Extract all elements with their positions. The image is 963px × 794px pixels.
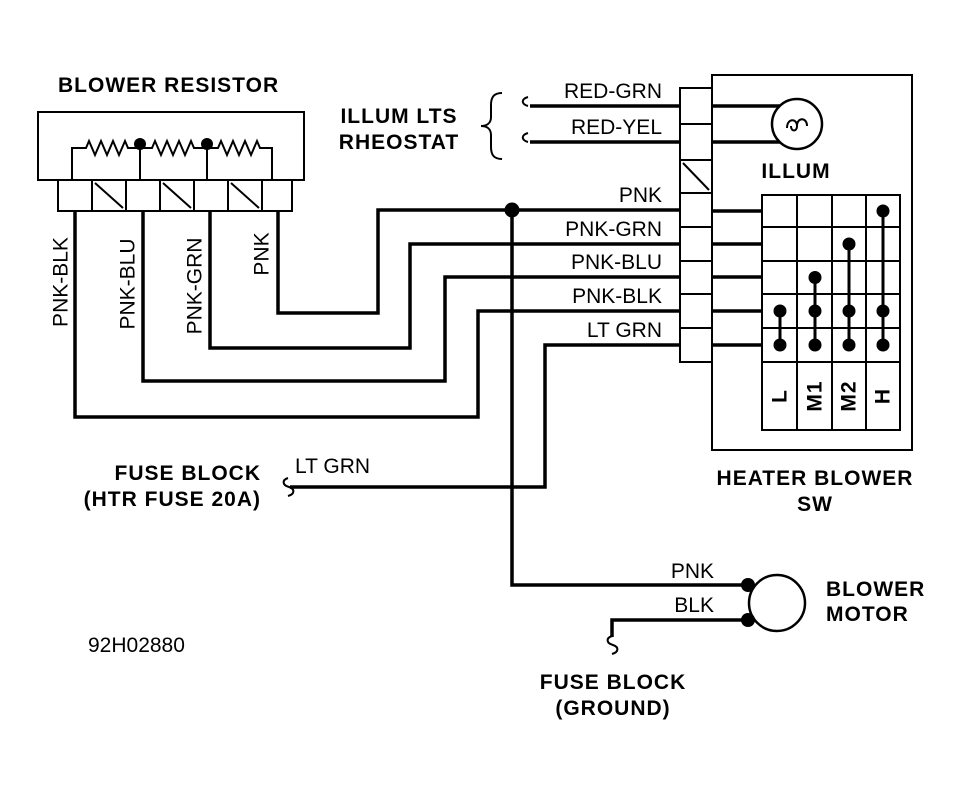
conn-label-lt-grn: LT GRN bbox=[587, 319, 662, 342]
conn-label-pnk-blu: PNK-BLU bbox=[571, 251, 662, 274]
contact-dot-m1 bbox=[808, 271, 822, 284]
wire-label-pnk-blk: PNK-BLK bbox=[50, 237, 73, 327]
resistor-connector bbox=[57, 179, 293, 212]
conn-label-red-yel: RED-YEL bbox=[571, 116, 662, 139]
motor-wire-label-feed: PNK bbox=[671, 560, 714, 583]
switch-grid-rows bbox=[762, 226, 900, 363]
motor-icon bbox=[747, 573, 807, 633]
fuse-block-htr-line1: FUSE BLOCK bbox=[115, 462, 262, 485]
contact-dot-l bbox=[773, 338, 787, 352]
lamp-bulb-icon bbox=[770, 97, 824, 151]
conn-label-red-grn: RED-GRN bbox=[564, 80, 662, 103]
lamp-label: ILLUM bbox=[761, 160, 830, 183]
switch-position-label: H bbox=[872, 388, 895, 404]
contact-dot-m1 bbox=[808, 338, 822, 352]
contact-dot-m2 bbox=[842, 338, 856, 352]
lamp-filament-icon bbox=[786, 118, 808, 132]
contact-dot-h bbox=[876, 338, 890, 352]
figure-id: 92H02880 bbox=[88, 634, 185, 657]
contact-dot-m1 bbox=[808, 304, 822, 318]
wire-pnk-blu bbox=[141, 211, 680, 383]
resistor-element bbox=[71, 138, 273, 180]
rheostat-label-line2: RHEOSTAT bbox=[339, 131, 459, 154]
switch-grid-columns bbox=[796, 195, 867, 430]
wire-pnk bbox=[276, 208, 680, 315]
contact-dot-m2 bbox=[842, 304, 856, 318]
conn-label-pnk: PNK bbox=[619, 184, 662, 207]
resistor-tap-dot bbox=[201, 138, 213, 150]
resistor-taps bbox=[139, 148, 208, 180]
fuse-block-htr-wire-label: LT GRN bbox=[295, 455, 370, 478]
switch-connector-unused-slash bbox=[682, 162, 710, 191]
wire-lt-grn bbox=[290, 343, 680, 489]
switch-connector-body bbox=[679, 87, 713, 363]
wire-blk bbox=[610, 618, 748, 637]
fuse-block-htr-line2: (HTR FUSE 20A) bbox=[84, 488, 261, 511]
rheostat-label-line1: ILLUM LTS bbox=[340, 105, 457, 128]
switch-title-line2: SW bbox=[797, 493, 833, 516]
resistor-connector-dividers bbox=[91, 180, 263, 211]
contact-dot-m2 bbox=[842, 237, 856, 251]
conn-label-pnk-blk: PNK-BLK bbox=[572, 285, 662, 308]
resistor-connector-body bbox=[57, 179, 293, 212]
motor-title-line2: MOTOR bbox=[826, 603, 909, 626]
switch-position-label: M2 bbox=[838, 380, 861, 411]
switch-position-label: L bbox=[769, 389, 792, 403]
blower-resistor bbox=[37, 111, 305, 212]
fuse-block-ground-line1: FUSE BLOCK bbox=[540, 671, 687, 694]
switch-position-label: M1 bbox=[804, 380, 827, 411]
blower-resistor-housing bbox=[37, 111, 305, 181]
fuse-block-htr-connector-icon bbox=[282, 477, 295, 497]
blower-motor bbox=[606, 573, 807, 655]
motor-title-line1: BLOWER bbox=[826, 578, 925, 601]
resistor-connector-unused-slashes bbox=[94, 182, 260, 209]
splice-dot bbox=[504, 202, 520, 218]
wire-pnk-blk bbox=[73, 211, 680, 419]
rheostat-connector-icon bbox=[521, 96, 529, 143]
lamp-leads bbox=[712, 104, 780, 144]
motor-wire-label-ground: BLK bbox=[674, 594, 714, 617]
switch-contacts bbox=[773, 204, 890, 352]
heater-blower-switch: ILLUM L M1 M2 H bbox=[679, 74, 913, 451]
resistor-tap-dot bbox=[134, 138, 146, 150]
switch-contact-grid: L M1 M2 H bbox=[761, 194, 901, 431]
wire-label-pnk-grn: PNK-GRN bbox=[184, 238, 207, 335]
switch-connector-dividers bbox=[680, 123, 712, 329]
ground-connector-icon bbox=[606, 635, 619, 655]
contact-dot-h bbox=[876, 304, 890, 318]
conn-label-pnk-grn: PNK-GRN bbox=[565, 218, 662, 241]
wire-label-pnk-blu: PNK-BLU bbox=[117, 238, 140, 329]
contact-dot-h bbox=[876, 204, 890, 218]
wire-pnk-grn bbox=[208, 211, 680, 350]
contact-dot-l bbox=[773, 304, 787, 318]
blower-resistor-title: BLOWER RESISTOR bbox=[58, 74, 279, 97]
wire-label-pnk: PNK bbox=[251, 232, 274, 275]
fuse-block-ground-line2: (GROUND) bbox=[555, 697, 670, 720]
rheostat-brace-icon bbox=[480, 92, 503, 160]
motor-terminal-dot bbox=[741, 613, 755, 627]
switch-title-line1: HEATER BLOWER bbox=[717, 467, 914, 490]
switch-internal-leads bbox=[712, 209, 762, 347]
wire-pnk-to-motor bbox=[510, 210, 748, 587]
motor-terminal-dot bbox=[741, 578, 755, 592]
